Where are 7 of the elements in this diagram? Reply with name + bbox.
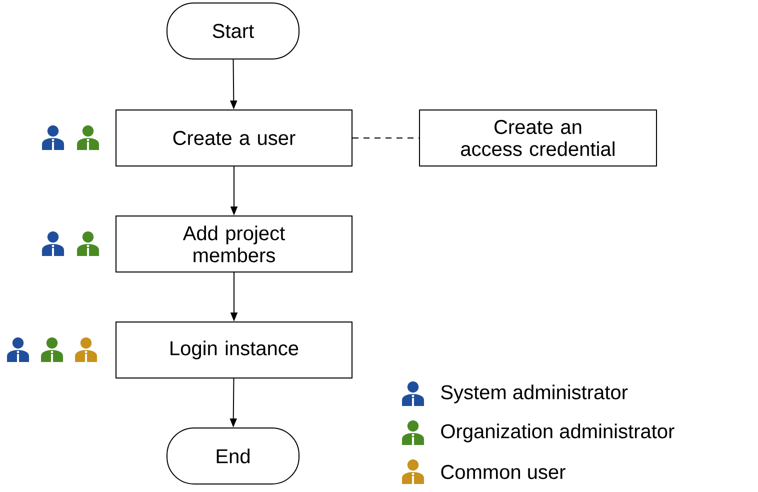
legend-label: System administrator xyxy=(441,384,628,404)
process-box: Create an access credential xyxy=(419,110,657,166)
process-box: Create a user xyxy=(116,110,352,166)
process-box: Add project members xyxy=(116,216,352,272)
process-box: Login instance xyxy=(116,322,352,378)
legend-label: Organization administrator xyxy=(441,424,674,442)
legend-label: Common user xyxy=(441,464,566,480)
